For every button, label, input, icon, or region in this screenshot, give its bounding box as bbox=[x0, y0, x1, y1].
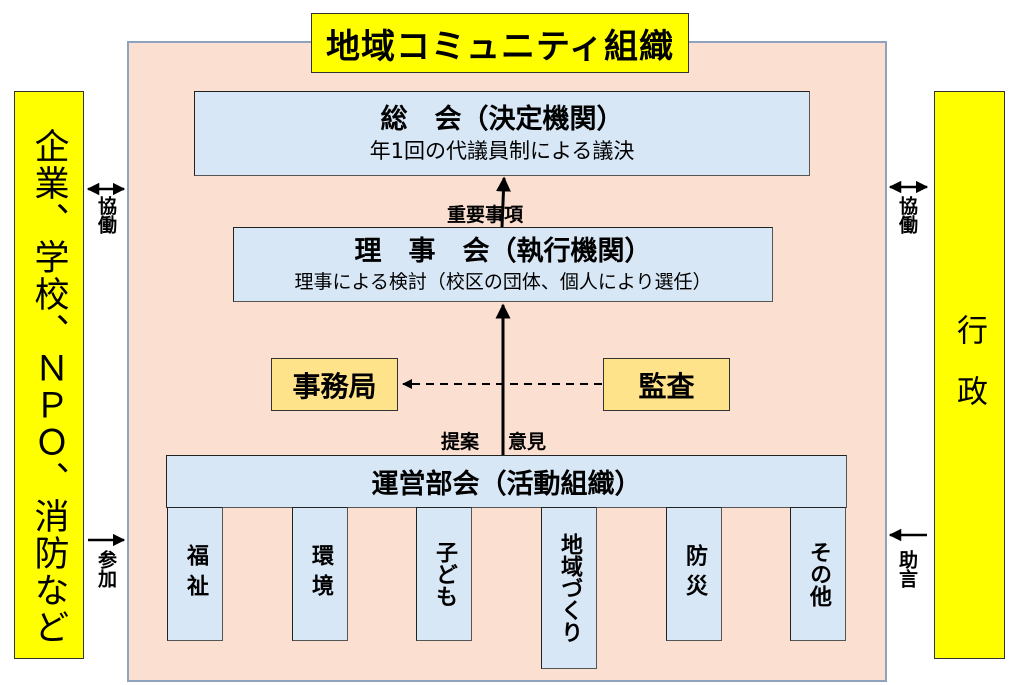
board-to-assembly-arrow bbox=[495, 176, 511, 228]
section-welfare: 福祉 bbox=[167, 507, 223, 641]
section-disaster-prevention: 防災 bbox=[666, 507, 722, 641]
left-partner-box: 企業、学校、ＮＰＯ、消防など bbox=[14, 91, 84, 659]
right-partner-box: 行政 bbox=[934, 91, 1005, 659]
section-children: 子ども bbox=[416, 507, 472, 641]
diagram-title: 地域コミュニティ組織 bbox=[311, 13, 689, 73]
section-other: その他 bbox=[790, 507, 846, 641]
secretariat-box: 事務局 bbox=[271, 358, 398, 411]
proposal-label: 提案 bbox=[441, 431, 480, 453]
board-subtitle: 理事による検討（校区の団体、個人により選任） bbox=[294, 270, 712, 293]
general-assembly-title: 総 会（決定機関） bbox=[380, 103, 624, 135]
operating-committee-box: 運営部会（活動組織） bbox=[166, 455, 847, 508]
section-environment: 環境 bbox=[292, 507, 348, 641]
right-cooperation-label: 協働 bbox=[896, 196, 918, 234]
board-box: 理 事 会（執行機関） 理事による検討（校区の団体、個人により選任） bbox=[233, 227, 773, 302]
right-advice-label: 助言 bbox=[896, 550, 918, 588]
audit-box: 監査 bbox=[603, 358, 730, 411]
opinion-label: 意見 bbox=[508, 431, 547, 453]
general-assembly-subtitle: 年1回の代議員制による議決 bbox=[369, 138, 635, 163]
left-participation-label: 参加 bbox=[95, 550, 117, 588]
general-assembly-box: 総 会（決定機関） 年1回の代議員制による議決 bbox=[194, 91, 810, 176]
board-title: 理 事 会（執行機関） bbox=[354, 235, 652, 267]
left-cooperation-label: 協働 bbox=[95, 196, 117, 234]
section-community-building: 地域づくり bbox=[541, 507, 597, 669]
